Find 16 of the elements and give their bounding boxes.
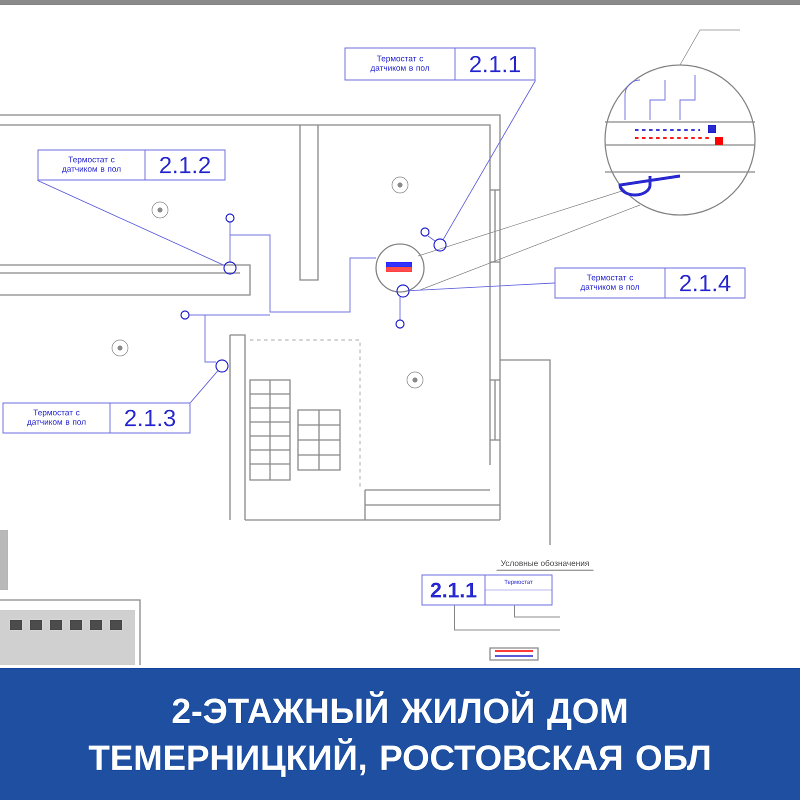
leader-line xyxy=(409,282,555,292)
leader-line xyxy=(454,605,560,630)
leader-line xyxy=(190,370,218,403)
legend-heading: Условные обозначения xyxy=(496,560,594,571)
leader-line xyxy=(514,605,560,618)
callout-box: Термостат с датчиком в пол 2.1.4 xyxy=(554,268,746,298)
thermostat-symbol xyxy=(223,261,237,275)
callout-box: Термостат с датчиком в пол 2.1.2 xyxy=(38,150,226,180)
thermostat-symbol xyxy=(215,359,229,373)
callout-box: Термостат с датчиком в пол 2.1.1 xyxy=(344,48,536,80)
title-banner: 2-ЭТАЖНЫЙ ЖИЛОЙ ДОМ ТЕМЕРНИЦКИЙ, РОСТОВСКАЯ ОБЛ xyxy=(0,668,800,800)
thermostat-symbol xyxy=(433,238,447,252)
callout-box: Термостат с датчиком в пол 2.1.3 xyxy=(2,402,190,434)
leader-line xyxy=(442,80,536,240)
leader-line xyxy=(37,180,224,266)
thermostat-symbol xyxy=(396,284,410,298)
